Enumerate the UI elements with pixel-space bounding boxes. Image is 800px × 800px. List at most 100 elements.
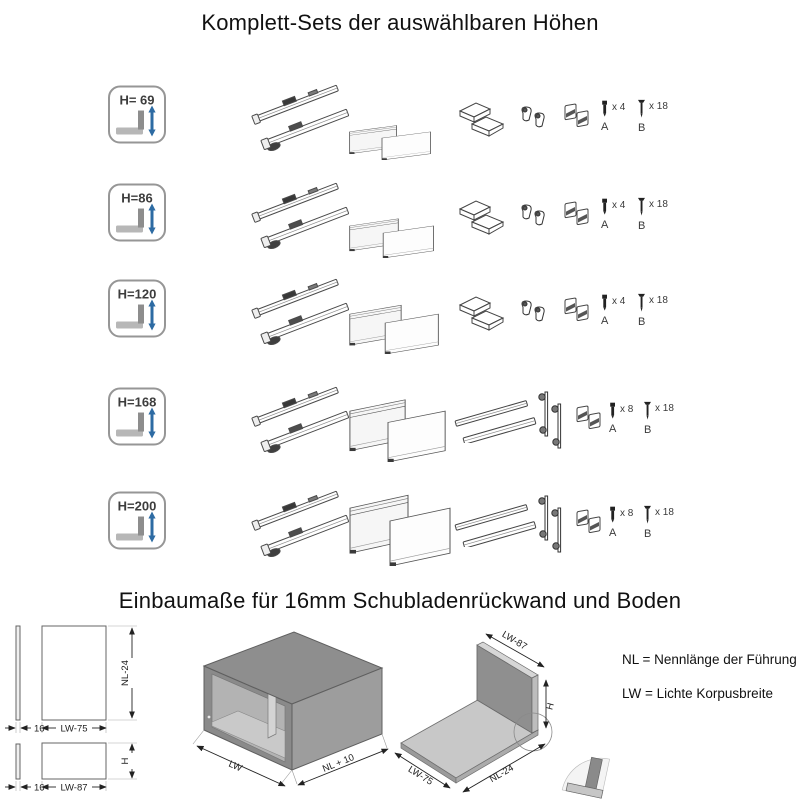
screw-b-group: x 18 B	[637, 293, 668, 328]
drawer-side-panels-illustration	[349, 494, 451, 566]
dim-cabinet-width-label: LW	[227, 759, 244, 775]
screw-b-icon	[644, 505, 651, 524]
screw-a-icon	[610, 506, 615, 523]
drawer-set-row: H= 69	[0, 68, 800, 168]
dim-assembly-panel-depth-label: NL-24	[488, 763, 516, 785]
screw-a-icon	[602, 198, 607, 215]
drawer-side-panels-illustration	[349, 218, 434, 258]
drawer-slides-illustration	[251, 278, 350, 346]
drawer-set-row: H=120	[0, 262, 800, 362]
height-badge: H=168	[108, 387, 166, 446]
drawer-slides-illustration	[251, 84, 350, 152]
drawer-side-panels-illustration	[349, 125, 431, 160]
screw-b-label: B	[644, 528, 652, 541]
corner-detail	[561, 756, 610, 799]
drawer-slides-illustration	[251, 182, 350, 250]
screw-b-count: x 18	[649, 101, 668, 113]
height-badge: H=200	[108, 491, 166, 550]
screw-b-icon	[638, 99, 645, 118]
height-badge-label: H=168	[117, 394, 157, 410]
back-fixing-rail-icon	[538, 391, 562, 449]
fixing-clip-icon	[521, 204, 545, 226]
screw-b-group: x 18 B	[643, 401, 674, 436]
screw-b-label: B	[638, 316, 646, 329]
screw-a-icon	[602, 294, 607, 311]
bottom-title: Einbaumaße für 16mm Schubladenrückwand u…	[118, 588, 682, 613]
legend-line-lw: LW = Lichte Korpusbreite	[622, 686, 773, 701]
screw-b-count: x 18	[655, 507, 674, 519]
screw-b-icon	[638, 293, 645, 312]
screw-a-group: x 4 A	[600, 294, 625, 327]
dim-assembly-wall-height-label: H	[544, 701, 556, 711]
drawer-side-panels-illustration	[349, 399, 446, 462]
cover-cap-icon	[576, 509, 601, 533]
screw-a-group: x 8 A	[608, 506, 633, 539]
gallery-rail-icon	[454, 400, 537, 443]
dim-assembly-wall-width-label: LW-87	[500, 629, 529, 652]
screw-a-count: x 4	[612, 102, 626, 114]
screw-a-count: x 4	[612, 200, 626, 212]
assembly-3d-drawing: LW-87 H LW-75 NL-24	[394, 629, 610, 799]
back-wall-drawing: 16 LW-87 H	[5, 742, 137, 794]
screw-b-label: B	[638, 220, 646, 233]
screw-b-icon	[638, 197, 645, 216]
screw-b-count: x 18	[649, 295, 668, 307]
screw-a-icon	[602, 100, 607, 117]
cover-cap-icon	[576, 405, 601, 429]
dim-thickness-bottom-label: 16	[34, 783, 45, 794]
gallery-rail-icon	[454, 504, 537, 547]
mounting-bracket-icon	[458, 102, 505, 137]
dim-wall-width-label: LW-87	[60, 783, 87, 794]
screw-b-count: x 18	[649, 199, 668, 211]
height-badge: H= 69	[108, 85, 166, 144]
screw-b-group: x 18 B	[637, 99, 668, 134]
drawer-height-icon	[116, 105, 156, 137]
height-badge: H=120	[108, 279, 166, 338]
dim-thickness-top-label: 16	[34, 724, 45, 735]
screw-a-count: x 8	[620, 404, 634, 416]
fixing-clip-icon	[521, 106, 545, 128]
height-badge-label: H= 69	[119, 92, 155, 108]
drawer-set-row: H=86	[0, 166, 800, 266]
height-badge: H=86	[108, 183, 166, 242]
screw-a-count: x 4	[612, 296, 626, 308]
panel-dimension-drawings: 16 LW-75 NL-24 16 LW-87 H	[5, 625, 137, 794]
screw-b-icon	[644, 401, 651, 420]
cover-cap-icon	[564, 201, 589, 225]
screw-a-label: A	[601, 219, 609, 232]
screw-b-label: B	[644, 424, 652, 437]
cabinet-3d-drawing: LW NL + 10	[192, 631, 389, 787]
back-fixing-rail-icon	[538, 495, 562, 553]
screw-a-label: A	[601, 315, 609, 328]
drawer-height-icon	[116, 299, 156, 331]
screw-a-group: x 4 A	[600, 100, 625, 133]
dim-board-depth-label: NL-24	[120, 660, 131, 686]
drawer-height-icon	[116, 407, 156, 439]
drawer-set-row: H=168	[0, 370, 800, 470]
mounting-bracket-icon	[458, 200, 505, 235]
screw-a-count: x 8	[620, 508, 634, 520]
bottom-board-drawing: 16 LW-75 NL-24	[5, 625, 137, 735]
drawer-set-rows: H= 69	[0, 68, 800, 574]
height-badge-label: H=86	[121, 190, 153, 206]
dim-board-width-label: LW-75	[60, 724, 87, 735]
dim-assembly-panel-width-label: LW-75	[406, 764, 435, 788]
screw-b-group: x 18 B	[643, 505, 674, 540]
screw-a-label: A	[609, 423, 617, 436]
drawer-set-row: H=200	[0, 474, 800, 574]
screw-a-label: A	[601, 121, 609, 134]
screw-a-group: x 4 A	[600, 198, 625, 231]
drawer-side-panels-illustration	[349, 304, 439, 354]
drawer-height-icon	[116, 511, 156, 543]
fixing-clip-icon	[521, 300, 545, 322]
drawer-slides-illustration	[251, 490, 350, 558]
dim-wall-height-label: H	[120, 757, 131, 764]
cover-cap-icon	[564, 103, 589, 127]
screw-a-icon	[610, 402, 615, 419]
drawer-slides-illustration	[251, 386, 350, 454]
drawer-height-icon	[116, 203, 156, 235]
screw-b-label: B	[638, 122, 646, 135]
mounting-bracket-icon	[458, 296, 505, 331]
screw-b-group: x 18 B	[637, 197, 668, 232]
